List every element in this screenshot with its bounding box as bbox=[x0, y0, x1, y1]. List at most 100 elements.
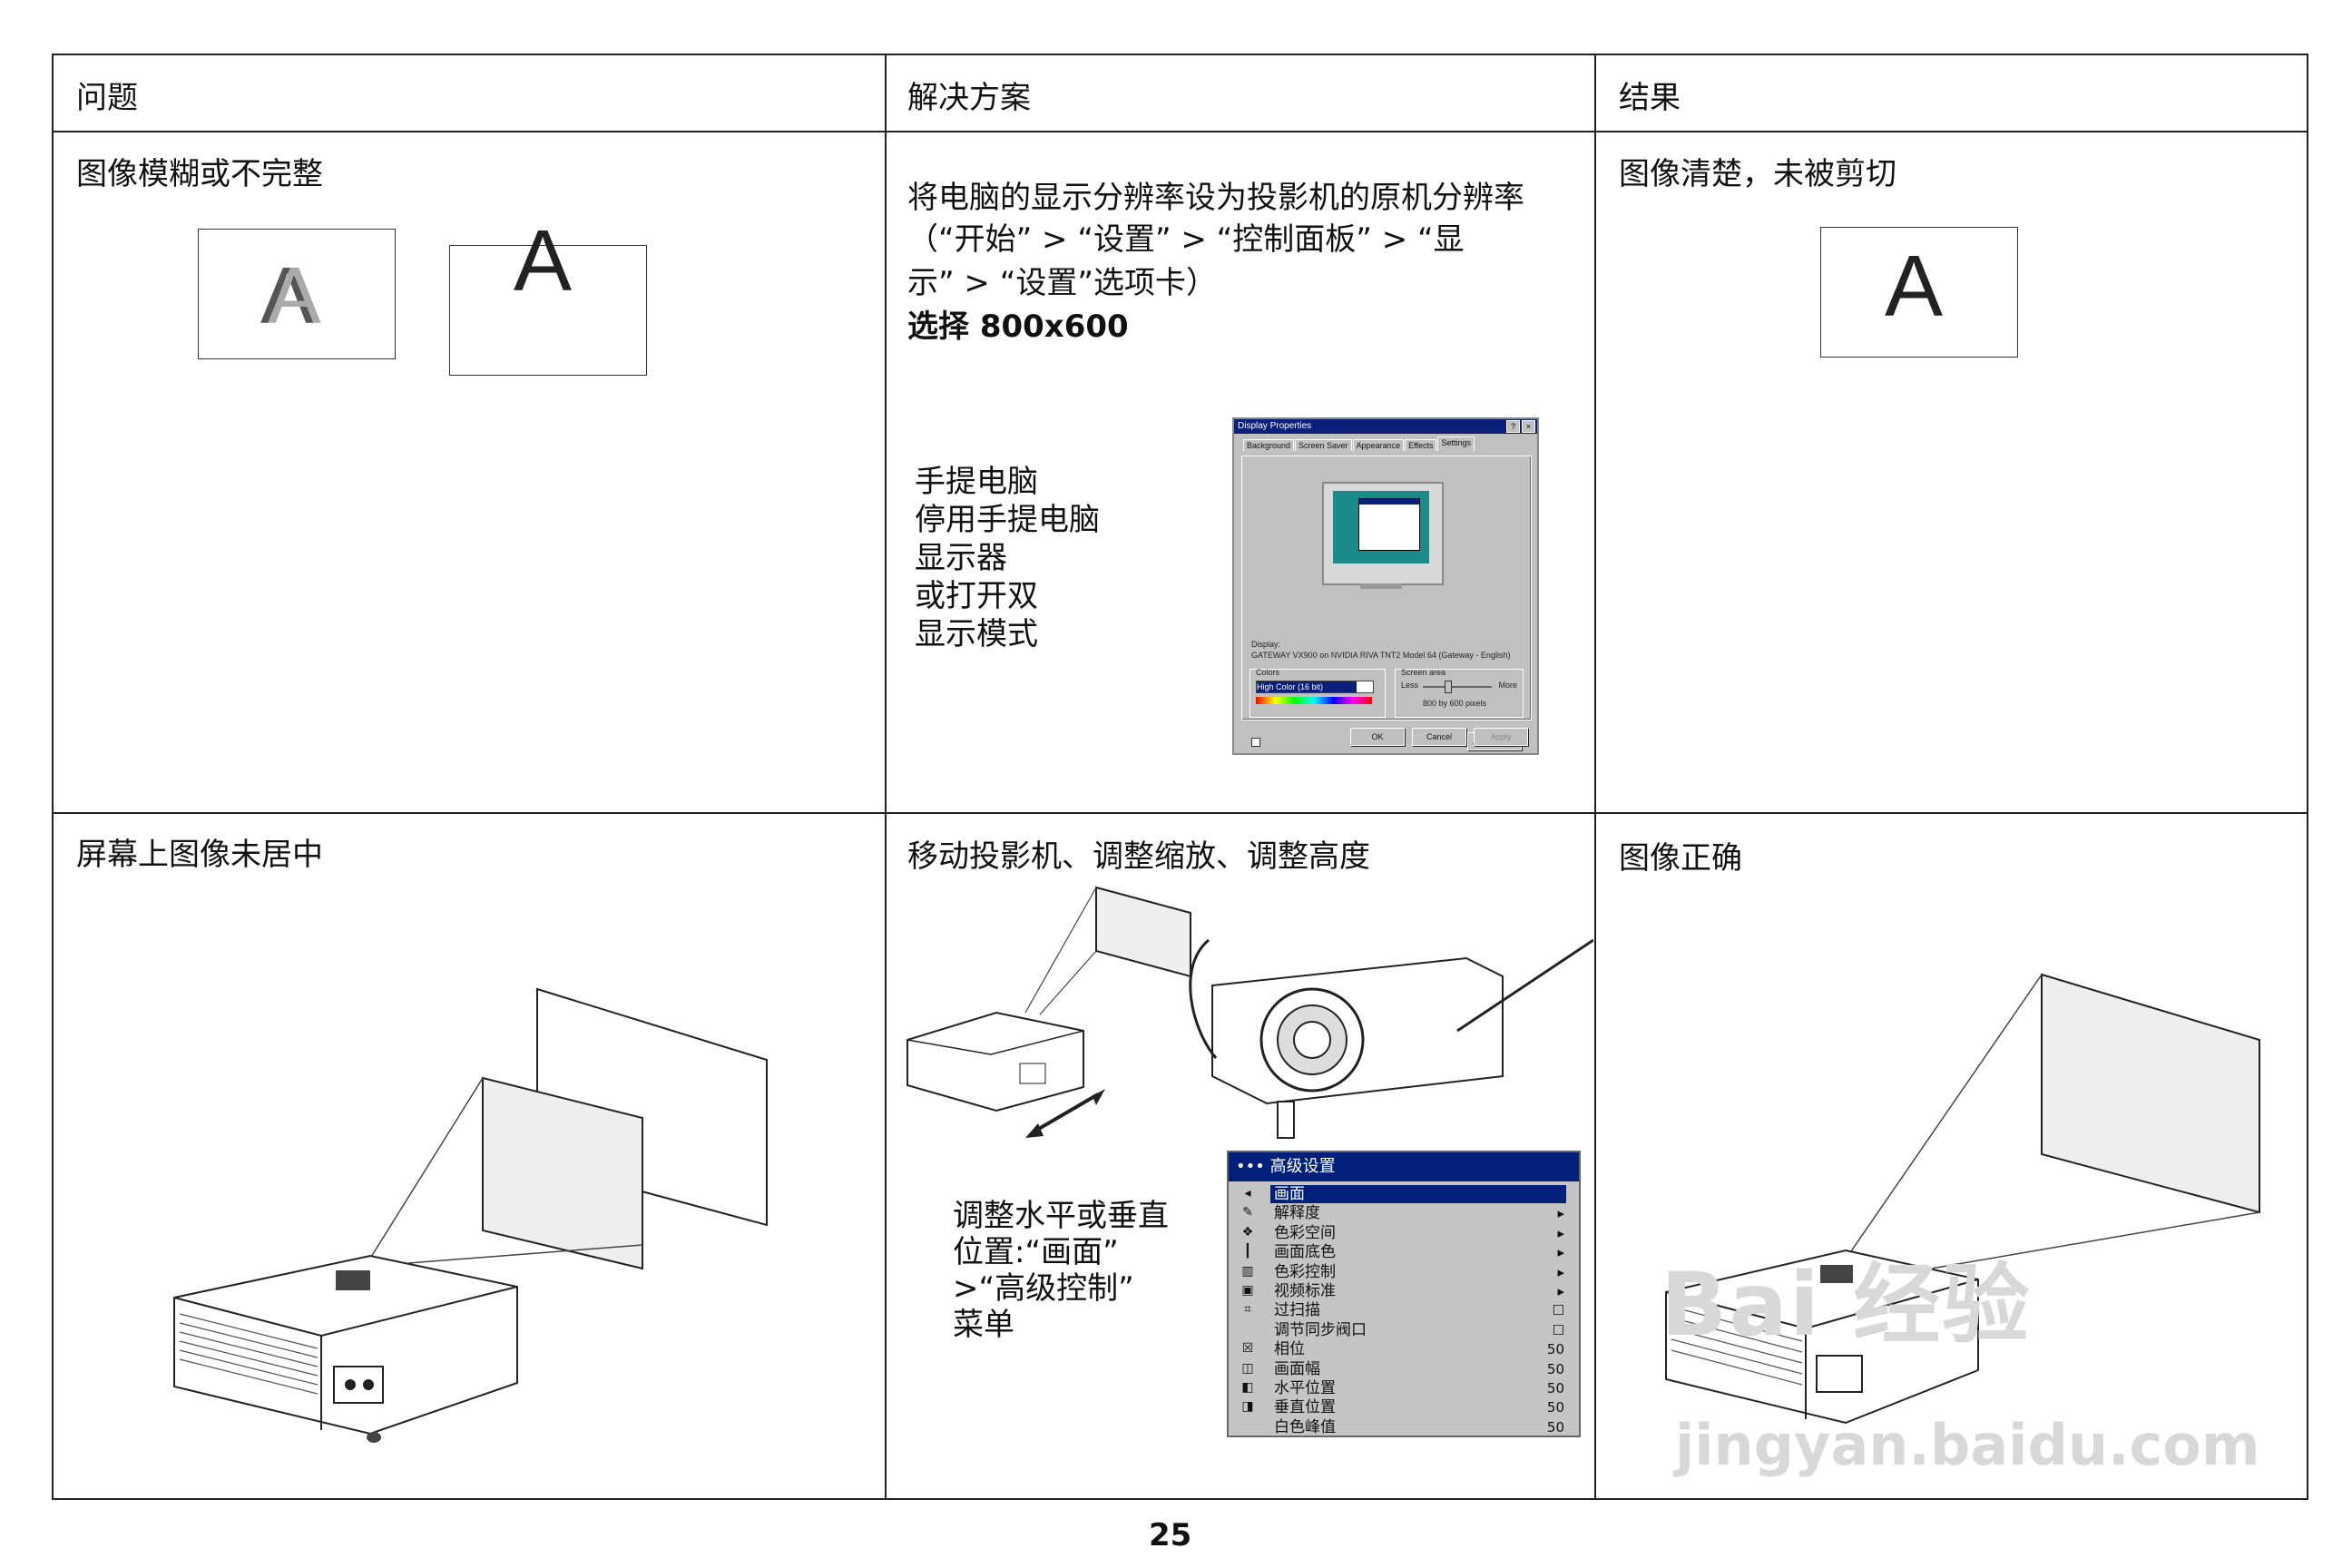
row2-solution: 移动投影机、调整缩放、调整高度 bbox=[907, 838, 1370, 875]
tab-background[interactable]: Background bbox=[1243, 439, 1295, 451]
menu-item-value: ▸ bbox=[1557, 1283, 1564, 1299]
menu-item-value: 50 bbox=[1546, 1360, 1564, 1377]
apply-button[interactable]: Apply bbox=[1474, 728, 1528, 746]
tab-appearance[interactable]: Appearance bbox=[1352, 439, 1405, 451]
menu-item-value: 50 bbox=[1546, 1380, 1564, 1396]
blurry-letter-front: A bbox=[268, 250, 321, 340]
menu-item-label[interactable]: 调节同步阀口 bbox=[1274, 1320, 1367, 1339]
clipped-letter: A bbox=[514, 212, 573, 309]
tab-settings[interactable]: Settings bbox=[1437, 436, 1475, 451]
laptop-note-3: 显示器 bbox=[915, 540, 1007, 576]
adjust-projector-illustration bbox=[906, 886, 1593, 1139]
baidu-watermark-url: jingyan.baidu.com bbox=[1675, 1412, 2260, 1478]
dialog-panel: Display: GATEWAY VX900 on NVIDIA RIVA TN… bbox=[1241, 456, 1532, 750]
solution-line-2: （“开始” > “设置” > “控制面板” > “显 bbox=[907, 221, 1465, 258]
monitor-icon bbox=[1322, 482, 1444, 585]
tab-screen-saver[interactable]: Screen Saver bbox=[1295, 439, 1352, 451]
clear-image-box: A bbox=[1820, 227, 2018, 358]
colors-value: High Color (16 bit) bbox=[1257, 681, 1357, 692]
menu-item-value: ▸ bbox=[1557, 1244, 1564, 1261]
menu-title-bar: ••• 高级设置 bbox=[1229, 1152, 1579, 1181]
cancel-button[interactable]: Cancel bbox=[1412, 728, 1466, 746]
menu-item-label[interactable]: 相位 bbox=[1274, 1340, 1305, 1359]
adjust-note-4: 菜单 bbox=[953, 1307, 1014, 1343]
color-spectrum-bar bbox=[1256, 697, 1372, 704]
menu-item-label[interactable]: 视频标准 bbox=[1274, 1282, 1336, 1300]
menu-item-value: ▸ bbox=[1557, 1263, 1564, 1280]
menu-item-value: 50 bbox=[1546, 1418, 1564, 1436]
blurry-letter-back: A bbox=[260, 250, 314, 340]
video-icon: ▣ bbox=[1241, 1283, 1254, 1298]
header-result: 结果 bbox=[1619, 80, 1681, 116]
screen-area-slider[interactable] bbox=[1423, 686, 1492, 688]
overscan-icon: ⌗ bbox=[1244, 1302, 1251, 1318]
dialog-titlebar: Display Properties ?× bbox=[1234, 419, 1537, 434]
ok-button[interactable]: OK bbox=[1350, 728, 1405, 746]
off-center-projector-illustration bbox=[173, 987, 768, 1443]
menu-item-highlight bbox=[1270, 1185, 1566, 1203]
menu-item-label[interactable]: 画面 bbox=[1274, 1185, 1305, 1203]
header-solution: 解决方案 bbox=[907, 80, 1031, 116]
slider-thumb[interactable] bbox=[1445, 681, 1452, 693]
resolution-value: 800 by 600 pixels bbox=[1423, 699, 1487, 708]
advanced-settings-menu: ••• 高级设置 ◂画面✎解释度▸❖色彩空间▸┃画面底色▸▥色彩控制▸▣视频标准… bbox=[1227, 1151, 1581, 1437]
menu-item-label[interactable]: 垂直位置 bbox=[1274, 1398, 1336, 1417]
menu-item-label[interactable]: 白色峰值 bbox=[1274, 1417, 1336, 1436]
menu-item-value: 50 bbox=[1546, 1341, 1564, 1358]
blurry-image-box: A A bbox=[198, 229, 396, 359]
solution-line-4: 选择 800x600 bbox=[907, 309, 1129, 345]
monitor-stand bbox=[1360, 583, 1402, 589]
menu-item-label[interactable]: 画面幅 bbox=[1274, 1359, 1320, 1378]
clipped-image-box: A bbox=[449, 212, 647, 376]
more-label: More bbox=[1498, 681, 1517, 690]
menu-item-label[interactable]: 过扫描 bbox=[1274, 1301, 1320, 1320]
color-bars-icon: ▥ bbox=[1241, 1263, 1254, 1279]
menu-item-value: ☐ bbox=[1552, 1302, 1564, 1319]
centered-projector-illustration bbox=[1665, 973, 2260, 1425]
tracking-icon: ◫ bbox=[1241, 1360, 1254, 1376]
page-number: 25 bbox=[1149, 1517, 1192, 1553]
screen-area-group: Screen area Less More 800 by 600 pixels bbox=[1395, 668, 1524, 718]
adjust-note-2: 位置:“画面” bbox=[953, 1234, 1119, 1270]
menu-item-label[interactable]: 水平位置 bbox=[1274, 1379, 1336, 1397]
close-button[interactable]: × bbox=[1522, 420, 1535, 433]
screen-area-label: Screen area bbox=[1401, 668, 1446, 677]
tab-effects[interactable]: Effects bbox=[1405, 439, 1437, 451]
header-problem: 问题 bbox=[76, 80, 138, 116]
adjust-note-1: 调整水平或垂直 bbox=[953, 1198, 1169, 1234]
laptop-note-1: 手提电脑 bbox=[915, 464, 1038, 500]
clear-letter: A bbox=[1885, 238, 1944, 335]
menu-item-value: ▸ bbox=[1557, 1205, 1564, 1222]
menu-item-label[interactable]: 画面底色 bbox=[1274, 1243, 1336, 1262]
hpos-icon: ◧ bbox=[1241, 1380, 1254, 1395]
row1-result: 图像清楚，未被剪切 bbox=[1619, 156, 1896, 192]
help-button[interactable]: ? bbox=[1506, 420, 1520, 433]
menu-dots-icon: ••• bbox=[1236, 1157, 1270, 1176]
colors-group: Colors High Color (16 bit) bbox=[1250, 668, 1386, 718]
baidu-watermark: Bai 经验 bbox=[1661, 1254, 2032, 1356]
colors-select[interactable]: High Color (16 bit) bbox=[1256, 681, 1374, 693]
display-label: Display: bbox=[1251, 640, 1281, 649]
monitor-screen bbox=[1333, 491, 1429, 564]
menu-item-label[interactable]: 色彩空间 bbox=[1274, 1223, 1336, 1242]
laptop-note-5: 显示模式 bbox=[915, 616, 1038, 652]
menu-item-label[interactable]: 色彩控制 bbox=[1274, 1262, 1336, 1281]
back-arrow-icon: ◂ bbox=[1244, 1186, 1251, 1200]
phase-icon: ☒ bbox=[1241, 1341, 1254, 1357]
display-value: GATEWAY VX900 on NVIDIA RIVA TNT2 Model … bbox=[1251, 651, 1511, 660]
laptop-note-4: 或打开双 bbox=[915, 578, 1038, 614]
monitor-window bbox=[1358, 498, 1420, 551]
solution-line-1: 将电脑的显示分辨率设为投影机的原机分辨率 bbox=[907, 180, 1524, 216]
laptop-note-2: 停用手提电脑 bbox=[915, 502, 1100, 538]
menu-item-value: ▸ bbox=[1557, 1224, 1564, 1241]
vpos-icon: ◨ bbox=[1241, 1399, 1254, 1415]
dialog-title: Display Properties bbox=[1238, 421, 1312, 431]
menu-item-value: ☐ bbox=[1552, 1321, 1564, 1338]
extend-checkbox[interactable] bbox=[1251, 738, 1260, 747]
adjust-note-3: >“高级控制” bbox=[953, 1270, 1134, 1307]
menu-title: 高级设置 bbox=[1269, 1157, 1336, 1176]
menu-item-label[interactable]: 解释度 bbox=[1274, 1204, 1320, 1223]
